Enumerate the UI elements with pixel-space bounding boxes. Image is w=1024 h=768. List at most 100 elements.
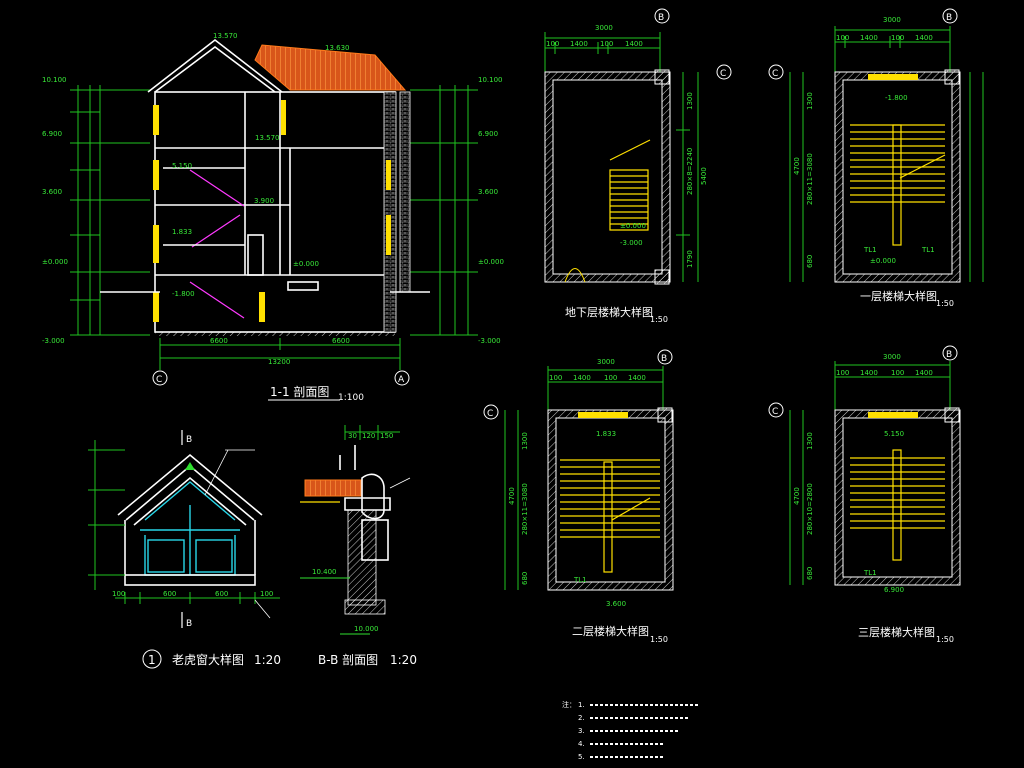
basement-sub-3: 100 [600, 40, 613, 48]
dormer-detail-title: 老虎窗大样图 [172, 652, 244, 667]
basement-axis-c: C [720, 69, 726, 79]
second-axis-c-bubble [483, 404, 499, 420]
notes-header: 注： [562, 700, 576, 709]
first-level-1: -1.800 [885, 94, 908, 102]
dormer-detail [88, 430, 280, 628]
second-level-1: 1.833 [596, 430, 616, 438]
bb-bottom-level: 10.000 [354, 625, 379, 633]
inner-level-2: 3.900 [254, 197, 274, 205]
first-tl-1: TL1 [863, 246, 877, 254]
third-axis-b-bubble [942, 345, 958, 361]
tile-roof [254, 44, 407, 91]
left-level-1: 10.100 [42, 76, 67, 84]
axis-label-c: C [156, 375, 162, 385]
third-level-2: 6.900 [884, 586, 904, 594]
right-dimension-chain [410, 85, 478, 336]
second-axis-b-bubble [657, 349, 673, 365]
third-tl-1: TL1 [863, 569, 877, 577]
first-axis-c: C [772, 69, 778, 79]
axis-bubble-c [152, 370, 168, 386]
third-side-1: 1300 [806, 432, 814, 450]
left-level-3: 3.600 [42, 188, 62, 196]
first-stair-scale: 1:50 [936, 299, 954, 308]
second-width: 3000 [597, 358, 615, 366]
third-axis-b: B [946, 350, 952, 360]
basement-axis-b-bubble [654, 8, 670, 24]
third-side-2: 280×10=2800 [806, 483, 814, 535]
basement-axis-c-bubble [716, 64, 732, 80]
left-level-4: ±0.000 [42, 258, 68, 266]
section-1-1-scale: 1:100 [338, 393, 364, 403]
right-level-2: 6.900 [478, 130, 498, 138]
left-level-2: 6.900 [42, 130, 62, 138]
bb-dim-2: 120 [362, 432, 375, 440]
second-sub-4: 1400 [628, 374, 646, 382]
ridge-level-right: 13.630 [325, 44, 350, 52]
note-2: 2. [578, 714, 585, 722]
bb-dim-1: 30 [348, 432, 357, 440]
basement-stair-scale: 1:50 [650, 315, 668, 324]
stair-plan-third [789, 361, 961, 586]
note-3: 3. [578, 727, 585, 735]
bay-right: 6600 [332, 337, 350, 345]
bb-level: 10.400 [312, 568, 337, 576]
section-windows [153, 100, 391, 322]
left-roof [147, 38, 283, 93]
eave-dim-4: 100 [260, 590, 273, 598]
inner-level-3: 1.833 [172, 228, 192, 236]
basement-axis-b: B [658, 13, 664, 23]
section-b-b [300, 425, 411, 635]
dormer-detail-scale: 1:20 [254, 653, 281, 667]
second-side-2: 280×11=3080 [521, 483, 529, 535]
first-total: 4700 [793, 157, 801, 175]
axis-label-a: A [398, 375, 405, 385]
third-sub-4: 1400 [915, 369, 933, 377]
eave-dim-3: 600 [215, 590, 228, 598]
note-5: 5. [578, 753, 585, 761]
section-b-b-title: B-B 剖面图 [318, 653, 378, 667]
basement-side-2: 280×8=2240 [686, 148, 694, 195]
left-level-5: -3.000 [42, 337, 65, 345]
first-axis-c-bubble [768, 64, 784, 80]
third-axis-c-bubble [768, 402, 784, 418]
third-sub-1: 100 [836, 369, 849, 377]
first-sub-2: 1400 [860, 34, 878, 42]
basement-width: 3000 [595, 24, 613, 32]
first-side-3: 680 [806, 255, 814, 268]
first-sub-1: 100 [836, 34, 849, 42]
second-sub-1: 100 [549, 374, 562, 382]
first-side-1: 1300 [806, 92, 814, 110]
basement-sub-2: 1400 [570, 40, 588, 48]
bottom-dimension [159, 338, 401, 370]
third-width: 3000 [883, 353, 901, 361]
stair-plan-first [789, 26, 984, 283]
first-axis-b: B [946, 13, 952, 23]
basement-level-2: -3.000 [620, 239, 643, 247]
section-mark-bottom: B [186, 619, 192, 629]
second-side-3: 680 [521, 572, 529, 585]
second-sub-3: 100 [604, 374, 617, 382]
axis-bubble-a [394, 370, 410, 386]
third-stair-scale: 1:50 [936, 635, 954, 644]
section-1-1: 10.100 6.900 3.600 ±0.000 -3.000 10.100 … [42, 32, 504, 403]
third-axis-c: C [772, 407, 778, 417]
inner-level-6: 13.570 [255, 134, 280, 142]
inner-level-4: ±0.000 [293, 260, 319, 268]
third-sub-2: 1400 [860, 369, 878, 377]
stair-plan-basement [544, 32, 699, 285]
section-stairs [163, 167, 245, 319]
second-stair-title: 二层楼梯大样图 [572, 624, 649, 638]
first-axis-b-bubble [942, 8, 958, 24]
third-total: 4700 [793, 487, 801, 505]
general-notes: 注： 1. 2. 3. 4. 5. [562, 700, 700, 761]
second-total: 4700 [508, 487, 516, 505]
second-level-2: 3.600 [606, 600, 626, 608]
right-level-3: 3.600 [478, 188, 498, 196]
basement-side-3: 1790 [686, 250, 694, 268]
note-1: 1. [578, 701, 585, 709]
basement-level-1: ±0.000 [620, 222, 646, 230]
right-level-4: ±0.000 [478, 258, 504, 266]
first-level-2: ±0.000 [870, 257, 896, 265]
third-sub-3: 100 [891, 369, 904, 377]
note-4: 4. [578, 740, 585, 748]
